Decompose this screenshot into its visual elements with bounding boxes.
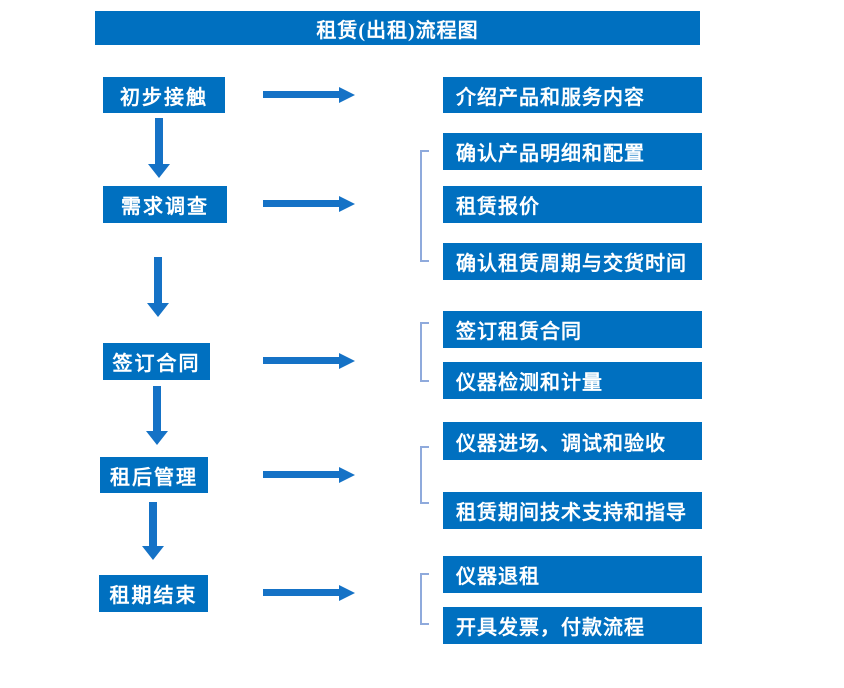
- detail-box-instrument-setup-acceptance: 仪器进场、调试和验收: [443, 422, 702, 460]
- step-box-initial-contact: 初步接触: [103, 77, 225, 113]
- detail-box-instrument-return: 仪器退租: [443, 556, 702, 593]
- detail-box-introduce-products: 介绍产品和服务内容: [443, 77, 702, 113]
- detail-label: 确认产品明细和配置: [456, 143, 645, 165]
- arrow-down-icon: [147, 257, 169, 317]
- detail-label: 租赁期间技术支持和指导: [456, 502, 687, 524]
- bracket-icon: [420, 446, 429, 504]
- arrow-down-icon: [148, 118, 170, 178]
- detail-box-sign-rental-contract: 签订租赁合同: [443, 311, 702, 348]
- detail-box-invoice-payment: 开具发票，付款流程: [443, 607, 702, 644]
- step-box-sign-contract: 签订合同: [103, 343, 210, 380]
- step-label: 初步接触: [120, 86, 208, 109]
- step-label: 租期结束: [109, 585, 198, 607]
- detail-label: 介绍产品和服务内容: [456, 86, 645, 109]
- detail-label: 仪器进场、调试和验收: [456, 432, 666, 455]
- arrow-right-icon: [263, 87, 355, 103]
- detail-box-instrument-testing: 仪器检测和计量: [443, 362, 702, 399]
- title-bar: 租赁(出租)流程图: [95, 11, 700, 45]
- detail-box-tech-support: 租赁期间技术支持和指导: [443, 492, 702, 529]
- step-box-post-rental-management: 租后管理: [100, 457, 208, 493]
- arrow-down-icon: [142, 502, 164, 560]
- step-box-rental-end: 租期结束: [99, 575, 208, 612]
- detail-box-rental-quotation: 租赁报价: [443, 186, 702, 223]
- detail-box-confirm-period-delivery: 确认租赁周期与交货时间: [443, 243, 702, 280]
- arrow-down-icon: [146, 386, 168, 445]
- arrow-right-icon: [263, 467, 355, 483]
- bracket-icon: [420, 150, 429, 262]
- arrow-right-icon: [263, 353, 355, 369]
- detail-label: 仪器退租: [456, 566, 540, 588]
- detail-label: 开具发票，付款流程: [456, 617, 645, 639]
- bracket-icon: [420, 322, 429, 382]
- step-label: 租后管理: [110, 466, 198, 489]
- step-box-demand-survey: 需求调查: [103, 186, 227, 223]
- detail-label: 租赁报价: [456, 196, 540, 218]
- step-label: 签订合同: [112, 353, 201, 375]
- bracket-icon: [420, 573, 429, 625]
- arrow-right-icon: [263, 585, 355, 601]
- page-title: 租赁(出租)流程图: [316, 19, 479, 42]
- detail-box-confirm-product-config: 确认产品明细和配置: [443, 133, 702, 170]
- step-label: 需求调查: [121, 196, 209, 218]
- detail-label: 确认租赁周期与交货时间: [456, 253, 687, 275]
- arrow-right-icon: [263, 196, 355, 212]
- detail-label: 仪器检测和计量: [456, 372, 603, 394]
- detail-label: 签订租赁合同: [456, 321, 582, 343]
